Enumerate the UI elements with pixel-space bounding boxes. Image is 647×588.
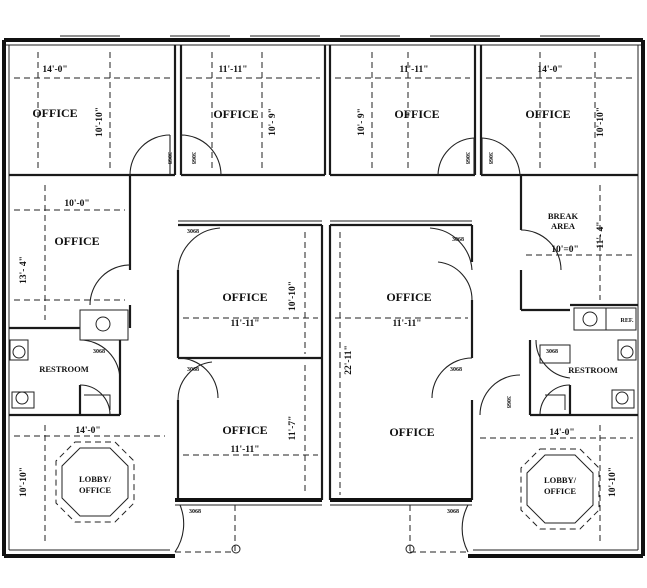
dim-label: 14'-0" xyxy=(549,428,574,438)
dim-label: 14'-0" xyxy=(537,65,562,75)
door-tag: 3068 xyxy=(452,237,464,243)
dimension-labels: 14'-0" 11'-11" 11'-11" 14'-0" 10'-10" 10… xyxy=(19,65,618,497)
dim-label: 11'-11" xyxy=(392,319,421,329)
dim-label: 10'-10" xyxy=(596,107,606,137)
dim-label: 13'- 4" xyxy=(19,256,29,284)
dim-label: 10'-10" xyxy=(288,281,298,311)
door-tag: 3068 xyxy=(487,152,493,164)
lobby-octagon-right xyxy=(520,448,600,530)
office-label: OFFICE xyxy=(525,107,570,121)
center-walls xyxy=(175,220,474,506)
dim-label: 10'-10" xyxy=(95,107,105,137)
door-tag: 3068 xyxy=(189,509,201,515)
door-tag: 3068 xyxy=(505,396,511,408)
dim-label: 10'- 9" xyxy=(357,108,367,136)
top-door-swings xyxy=(129,134,521,176)
lobby-label-2: OFFICE xyxy=(544,486,576,496)
door-tag: 3068 xyxy=(450,367,462,373)
dim-label: 11'-11" xyxy=(230,319,259,329)
office-label: OFFICE xyxy=(222,290,267,304)
door-tags: 3068 3068 3068 3068 3068 3068 3068 3068 … xyxy=(93,152,558,515)
dim-label: 14'-0" xyxy=(75,426,100,436)
dim-label: 11'-11" xyxy=(399,65,428,75)
door-tag: 3068 xyxy=(190,152,196,164)
entry-doors xyxy=(174,504,469,554)
office-label: OFFICE xyxy=(32,106,77,120)
door-tag: 3068 xyxy=(464,152,470,164)
lobby-label-1: LOBBY/ xyxy=(544,475,577,485)
dim-label: 10'=0" xyxy=(551,245,579,255)
top-row-walls xyxy=(9,45,638,177)
break-area-label-1: BREAK xyxy=(548,211,579,221)
room-labels: OFFICE OFFICE OFFICE OFFICE OFFICE OFFIC… xyxy=(32,106,634,496)
break-area-label-2: AREA xyxy=(551,221,576,231)
lobby-label-2: OFFICE xyxy=(79,485,111,495)
door-tag: 3068 xyxy=(166,152,172,164)
dim-label: 11'-11" xyxy=(230,445,259,455)
office-label: OFFICE xyxy=(386,290,431,304)
office-label: OFFICE xyxy=(54,234,99,248)
office-label: OFFICE xyxy=(222,423,267,437)
dim-label: 11'-11" xyxy=(218,65,247,75)
door-tag: 3068 xyxy=(93,349,105,355)
dim-label: 11'-7" xyxy=(288,416,298,441)
door-tag: 3068 xyxy=(187,367,199,373)
dim-label: 11'- 4" xyxy=(596,221,606,248)
restroom-label: RESTROOM xyxy=(39,364,89,374)
door-tag: 3068 xyxy=(187,229,199,235)
door-tag: 3068 xyxy=(447,509,459,515)
dim-label: 10'-10" xyxy=(19,467,29,497)
restroom-label: RESTROOM xyxy=(568,365,618,375)
dim-label: 22'-11" xyxy=(344,345,354,375)
lobby-octagon-left xyxy=(55,441,135,523)
ref-label: REF. xyxy=(621,318,634,324)
dim-label: 10'-10" xyxy=(608,467,618,497)
dim-label: 10'- 9" xyxy=(268,108,278,136)
office-label: OFFICE xyxy=(213,107,258,121)
office-label: OFFICE xyxy=(394,107,439,121)
right-column-walls xyxy=(479,175,638,545)
dim-label: 14'-0" xyxy=(42,65,67,75)
lobby-label-1: LOBBY/ xyxy=(79,474,112,484)
door-tag: 3068 xyxy=(546,349,558,355)
exterior-walls xyxy=(2,35,645,558)
left-column-walls xyxy=(9,175,165,545)
dim-label: 10'-0" xyxy=(64,199,89,209)
office-label: OFFICE xyxy=(389,425,434,439)
